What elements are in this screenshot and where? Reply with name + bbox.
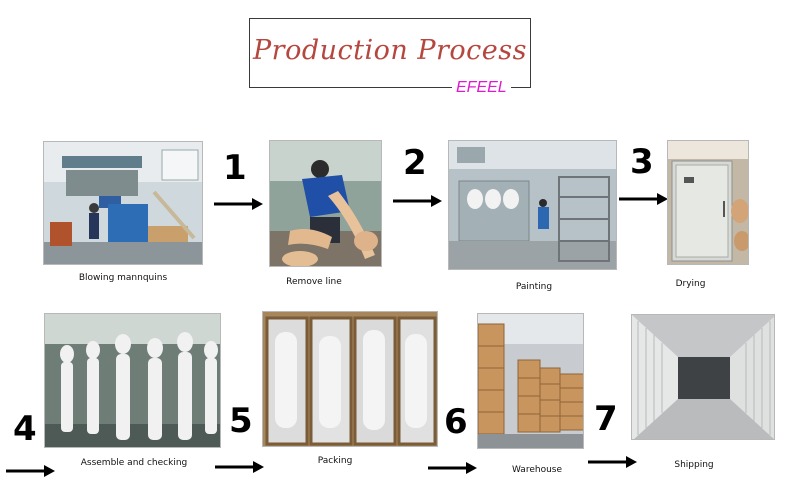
photo-painting xyxy=(448,140,617,270)
photo-packing xyxy=(262,311,438,447)
caption-drying: Drying xyxy=(675,279,706,289)
arrow-right-icon xyxy=(428,462,477,474)
step-number-2: 2 xyxy=(403,143,427,183)
packed-boxes-image xyxy=(263,312,437,446)
arrow-right-icon xyxy=(393,195,442,207)
page-title: Production Process xyxy=(253,35,527,66)
arrow-right-icon xyxy=(214,198,263,210)
photo-assemble xyxy=(44,313,221,448)
painting-booth-image xyxy=(449,141,616,269)
arrow-right-icon xyxy=(6,465,55,477)
photo-remove-line xyxy=(269,140,382,267)
caption-packing: Packing xyxy=(317,456,353,466)
step-number-7: 7 xyxy=(594,399,618,439)
caption-blowing: Blowing mannquins xyxy=(78,273,168,283)
caption-remove-line: Remove line xyxy=(286,277,342,287)
factory-machine-image xyxy=(44,142,202,264)
arrow-right-icon xyxy=(215,461,264,473)
step-number-3: 3 xyxy=(630,142,654,182)
caption-painting: Painting xyxy=(515,282,553,292)
photo-drying xyxy=(667,140,749,265)
caption-shipping: Shipping xyxy=(674,460,714,470)
step-number-6: 6 xyxy=(444,402,468,442)
arrow-right-icon xyxy=(619,193,668,205)
photo-blowing xyxy=(43,141,203,265)
step-number-1: 1 xyxy=(223,148,247,188)
caption-assemble: Assemble and checking xyxy=(80,458,188,468)
brand-label: EFEEL xyxy=(452,79,511,97)
worker-trimming-image xyxy=(270,141,381,266)
warehouse-stacks-image xyxy=(478,314,583,448)
photo-warehouse xyxy=(477,313,584,449)
drying-oven-image xyxy=(668,141,748,264)
shipping-container-image xyxy=(632,315,774,439)
step-number-5: 5 xyxy=(229,401,253,441)
photo-shipping xyxy=(631,314,775,440)
step-number-4: 4 xyxy=(13,409,37,449)
title-box: Production Process xyxy=(249,18,531,88)
caption-warehouse: Warehouse xyxy=(511,465,563,475)
arrow-right-icon xyxy=(588,456,637,468)
mannequin-row-image xyxy=(45,314,220,447)
